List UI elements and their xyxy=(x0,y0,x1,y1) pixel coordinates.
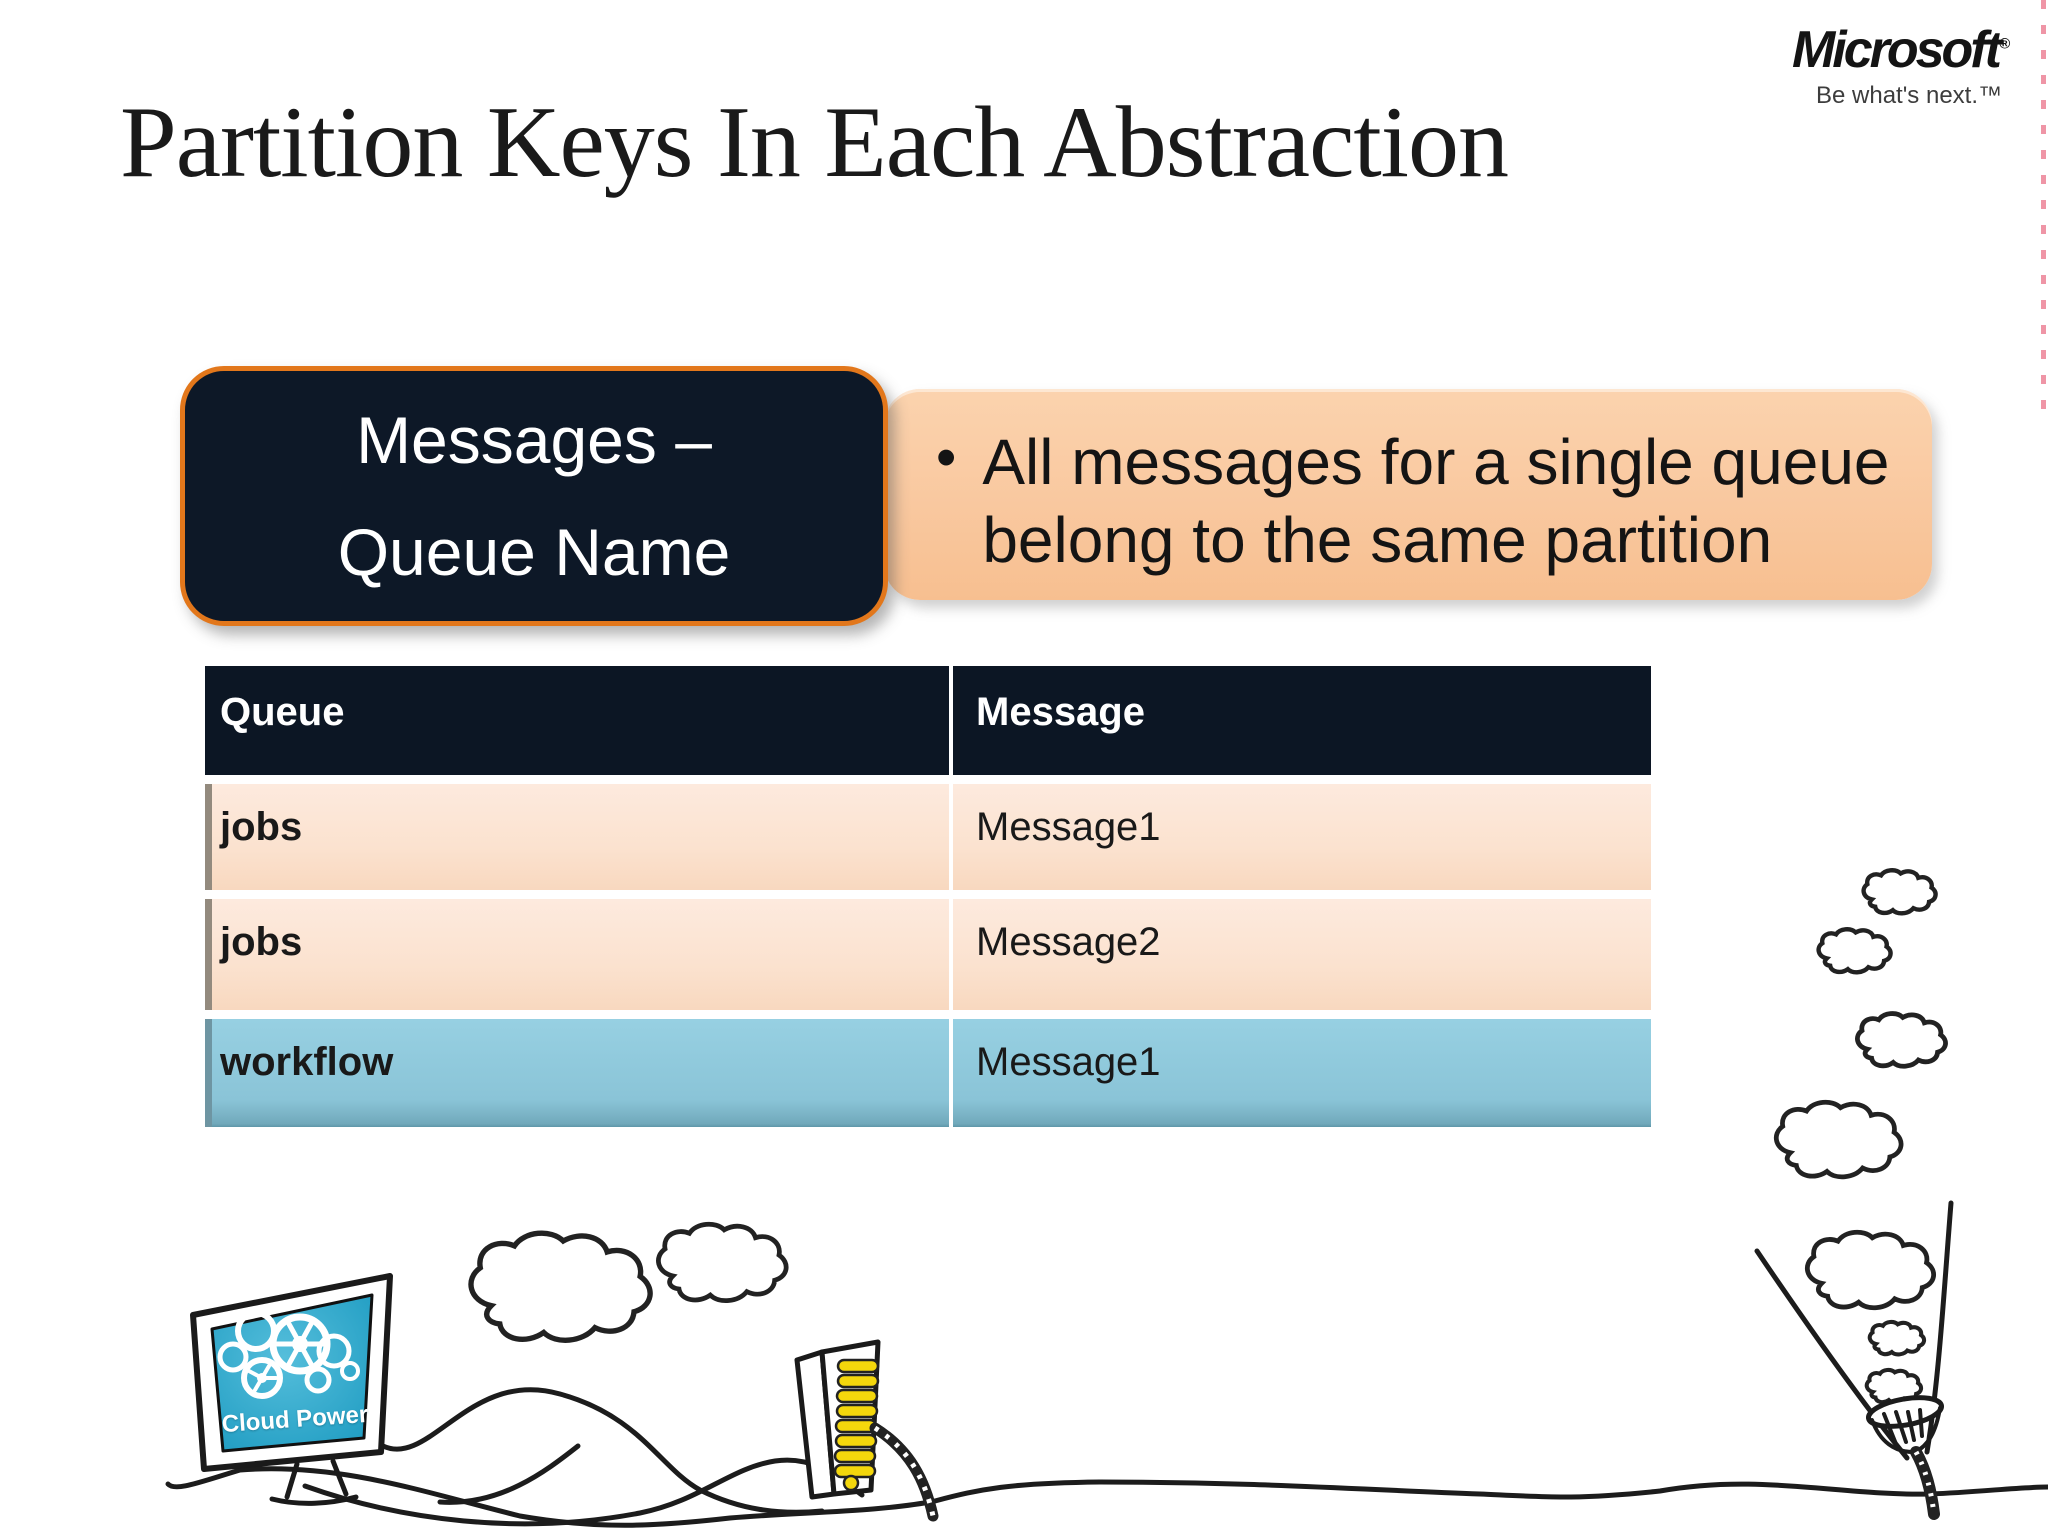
note-text: All messages for a single queue belong t… xyxy=(982,423,1889,579)
column-divider xyxy=(949,666,953,775)
table-row: jobs Message1 xyxy=(205,784,1651,890)
table-header-row: Queue Message xyxy=(205,666,1651,775)
gear-cloud-icon xyxy=(217,1310,360,1399)
column-divider xyxy=(949,899,953,1010)
column-divider xyxy=(949,1019,953,1127)
red-edge-marks xyxy=(2041,0,2046,414)
cloud-icon xyxy=(1864,870,1936,913)
messages-queue-callout: Messages – Queue Name xyxy=(180,366,888,626)
server-doodle xyxy=(794,1339,939,1522)
cell-message: Message2 xyxy=(953,899,1651,1010)
callout-line1: Messages – xyxy=(356,403,712,477)
cloud-icon xyxy=(1857,1014,1945,1067)
cell-message: Message1 xyxy=(953,784,1651,890)
ground-line xyxy=(165,1466,2048,1528)
cloud-icon xyxy=(1819,929,1891,972)
callout-line2: Queue Name xyxy=(337,515,731,589)
cell-queue: jobs xyxy=(205,784,949,890)
note-line1: All messages for a single queue xyxy=(982,426,1890,498)
table-row: jobs Message2 xyxy=(205,899,1651,1010)
page-title: Partition Keys In Each Abstraction xyxy=(120,86,1509,199)
registered-mark: ® xyxy=(1998,35,2010,53)
note-line2: belong to the same partition xyxy=(982,504,1773,576)
bullet-dot: • xyxy=(936,425,957,490)
header-queue: Queue xyxy=(205,666,949,775)
cloud-icon xyxy=(1807,1232,1933,1308)
partition-note-box: • All messages for a single queue belong… xyxy=(884,389,1932,600)
cloud-icon xyxy=(471,1233,650,1340)
monitor-doodle xyxy=(190,1273,393,1506)
microsoft-wordmark: Microsoft® xyxy=(1791,21,2010,79)
cloud-icon xyxy=(1870,1322,1924,1354)
column-divider xyxy=(949,784,953,890)
tornado-doodle xyxy=(1754,1200,1954,1520)
cloud-icon xyxy=(658,1224,786,1300)
cell-message: Message1 xyxy=(953,1019,1651,1127)
table-row: workflow Message1 xyxy=(205,1019,1651,1127)
logo-tagline: Be what's next.™ xyxy=(1816,82,2002,109)
header-message: Message xyxy=(953,666,1651,775)
queue-message-table: Queue Message jobs Message1 jobs Message… xyxy=(205,666,1651,1127)
cell-queue: jobs xyxy=(205,899,949,1010)
microsoft-logo: Microsoft® Be what's next.™ xyxy=(1710,20,2010,110)
server-discs xyxy=(833,1358,880,1492)
cable-doodle xyxy=(302,1387,865,1527)
cell-queue: workflow xyxy=(205,1019,949,1127)
cloud-icon xyxy=(1776,1102,1901,1177)
